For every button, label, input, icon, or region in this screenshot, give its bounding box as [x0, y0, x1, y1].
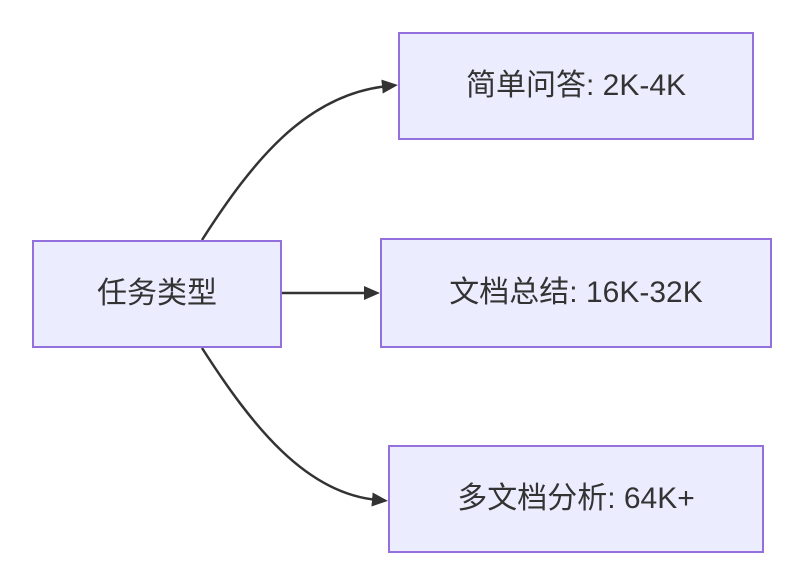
node-doc-summary-label: 文档总结: 16K-32K: [449, 276, 703, 309]
edge-root-to-branch-2: [200, 347, 388, 507]
node-task-type: 任务类型: [32, 240, 282, 348]
node-multi-doc-analysis-label: 多文档分析: 64K+: [457, 482, 695, 515]
node-simple-qa-label: 简单问答: 2K-4K: [465, 69, 687, 102]
node-simple-qa: 简单问答: 2K-4K: [398, 32, 754, 140]
node-task-type-label: 任务类型: [97, 277, 217, 310]
node-multi-doc-analysis: 多文档分析: 64K+: [388, 445, 764, 553]
edge-root-to-branch-0: [200, 79, 398, 241]
node-doc-summary: 文档总结: 16K-32K: [380, 238, 772, 348]
